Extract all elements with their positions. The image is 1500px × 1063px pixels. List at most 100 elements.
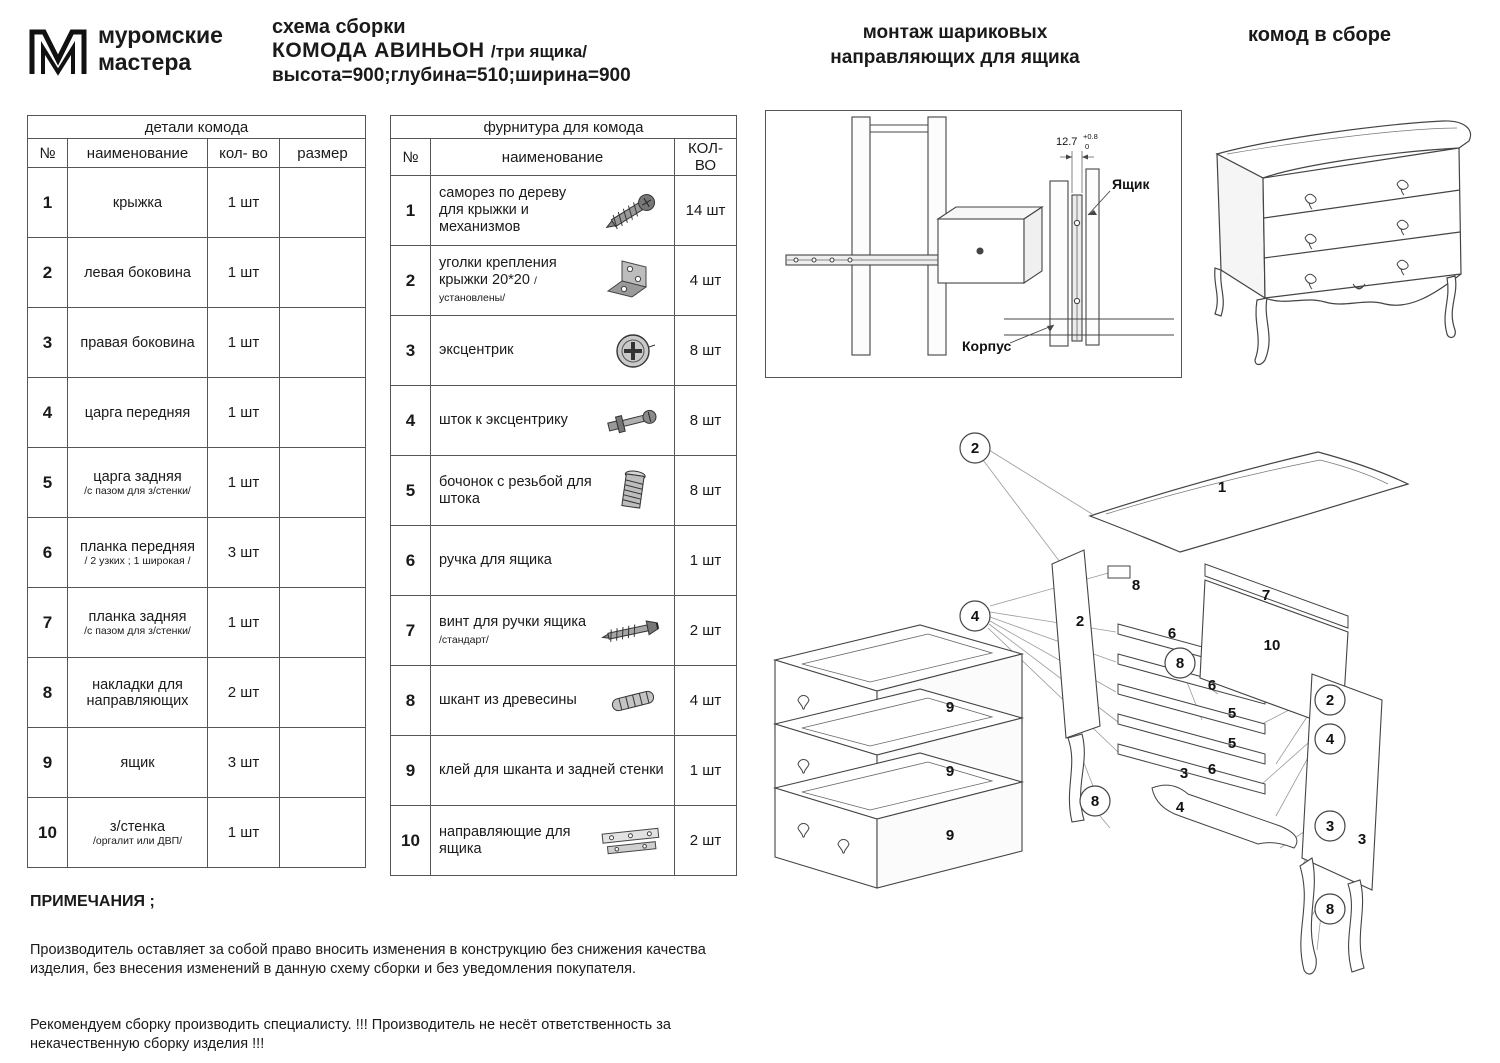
body-label: Корпус — [962, 338, 1012, 354]
cell-name: направляющие для ящика — [430, 805, 675, 876]
hardware-table-title: фурнитура для комода — [389, 115, 738, 139]
cell-size — [279, 517, 366, 588]
title-dimensions: высота=900;глубина=510;ширина=900 — [272, 65, 631, 86]
callout-number: 4 — [971, 608, 980, 625]
part-label: 8 — [1132, 577, 1140, 594]
col-name: наименование — [67, 138, 208, 168]
cell-qty: 1 шт — [207, 797, 280, 868]
cell-qty: 3 шт — [207, 727, 280, 798]
part-name: крыжка — [112, 194, 163, 211]
brand-logo-icon — [29, 29, 87, 76]
cell-qty: 1 шт — [207, 237, 280, 308]
callout-number: 3 — [1326, 818, 1334, 835]
hw-name: саморез по дереву для крыжки и механизмо… — [439, 185, 567, 235]
cell-qty: 2 шт — [207, 657, 280, 728]
drawer-number-label: 9 — [946, 827, 954, 844]
cell-size — [279, 587, 366, 658]
part-name: правая боковина — [80, 334, 195, 351]
part-label: 4 — [1176, 799, 1185, 816]
callout-number: 2 — [971, 440, 979, 457]
part-label: 6 — [1168, 625, 1176, 642]
cell-num: 3 — [390, 315, 431, 386]
part-label: 10 — [1264, 637, 1281, 654]
part-name: планка задняя — [88, 608, 187, 625]
cell-qty: 8 шт — [673, 315, 738, 386]
part-label: 5 — [1228, 705, 1236, 722]
cell-qty: 1 шт — [207, 447, 280, 518]
table-row: 9 клей для шканта и задней стенки 1 шт — [390, 735, 738, 806]
cell-num: 1 — [390, 175, 431, 246]
col-qty: КОЛ- ВО — [673, 138, 738, 176]
cell-name: царга задняя/с пазом для з/стенки/ — [67, 447, 208, 518]
cell-name: шток к эксцентрику — [430, 385, 675, 456]
part-label: 6 — [1208, 761, 1216, 778]
cell-num: 1 — [27, 167, 68, 238]
notes-title: ПРИМЕЧАНИЯ ; — [30, 893, 155, 910]
dowel-icon — [595, 673, 671, 729]
col-num: № — [390, 138, 431, 176]
callout-circle: 8 — [1314, 893, 1346, 925]
cam-icon — [595, 323, 671, 379]
callout-number: 8 — [1176, 655, 1184, 672]
cell-qty: 8 шт — [673, 385, 738, 456]
table-row: 1 саморез по дереву для крыжки и механиз… — [390, 175, 738, 246]
col-size: размер — [279, 138, 366, 168]
cell-qty: 2 шт — [673, 805, 738, 876]
cell-name: царга передняя — [67, 377, 208, 448]
part-label: 3 — [1358, 831, 1366, 848]
cell-num: 7 — [27, 587, 68, 658]
table-row: 8 шкант из древесины 4 шт — [390, 665, 738, 736]
cell-num: 2 — [390, 245, 431, 316]
slide-mount-drawing: 12.7 +0.8 0 Ящик Корпус — [785, 116, 1174, 356]
part-sub: /с пазом для з/стенки/ — [84, 624, 191, 637]
hw-name: уголки крепления крыжки 20*20 — [439, 255, 557, 288]
drawer-number-label: 9 — [946, 763, 954, 780]
part-name: ящик — [120, 754, 155, 771]
part-name: планка передняя — [79, 538, 196, 555]
note-paragraph-2: Рекомендуем сборку производить специалис… — [30, 1016, 671, 1052]
title-variant: /три ящика/ — [490, 42, 587, 61]
note-paragraph-1: Производитель оставляет за собой право в… — [30, 941, 706, 977]
cell-qty: 1 шт — [673, 735, 738, 806]
cell-name: ручка для ящика — [430, 525, 675, 596]
cell-name: ящик — [67, 727, 208, 798]
table-row: 4 шток к эксцентрику 8 шт — [390, 385, 738, 456]
cell-name: бочонок с резьбой для штока — [430, 455, 675, 526]
cell-num: 8 — [27, 657, 68, 728]
part-name: царга передняя — [84, 404, 191, 421]
part-name: з/стенка — [109, 818, 166, 835]
cell-size — [279, 167, 366, 238]
callout-number: 8 — [1091, 793, 1099, 810]
cell-num: 9 — [27, 727, 68, 798]
cell-num: 6 — [390, 525, 431, 596]
callout-number: 8 — [1326, 901, 1334, 918]
cell-num: 10 — [27, 797, 68, 868]
cell-qty: 1 шт — [207, 377, 280, 448]
cell-num: 5 — [27, 447, 68, 518]
table-row: 10 направляющие для ящика 2 шт — [390, 805, 738, 876]
brand-line1: муромские — [98, 22, 223, 48]
hw-name: винт для ручки ящика — [439, 613, 587, 630]
table-row: 2 уголки крепления крыжки 20*20 /установ… — [390, 245, 738, 316]
barrel-icon — [595, 463, 671, 519]
part-label: 2 — [1076, 613, 1084, 630]
cell-name: накладки для направляющих — [67, 657, 208, 728]
cell-size — [279, 377, 366, 448]
slide-header-line1: монтаж шариковых — [862, 22, 1048, 43]
dimension-tolerance-plus: +0.8 — [1083, 132, 1098, 141]
part-label: 6 — [1208, 677, 1216, 694]
cell-num: 9 — [390, 735, 431, 806]
rail-icon — [595, 813, 671, 869]
cell-size — [279, 657, 366, 728]
hw-name: шкант из древесины — [439, 692, 577, 708]
callout-circle: 8 — [1079, 785, 1111, 817]
hw-sub: /стандарт/ — [439, 633, 489, 646]
cell-name: крыжка — [67, 167, 208, 238]
brand-name: муромские мастера — [98, 22, 223, 76]
